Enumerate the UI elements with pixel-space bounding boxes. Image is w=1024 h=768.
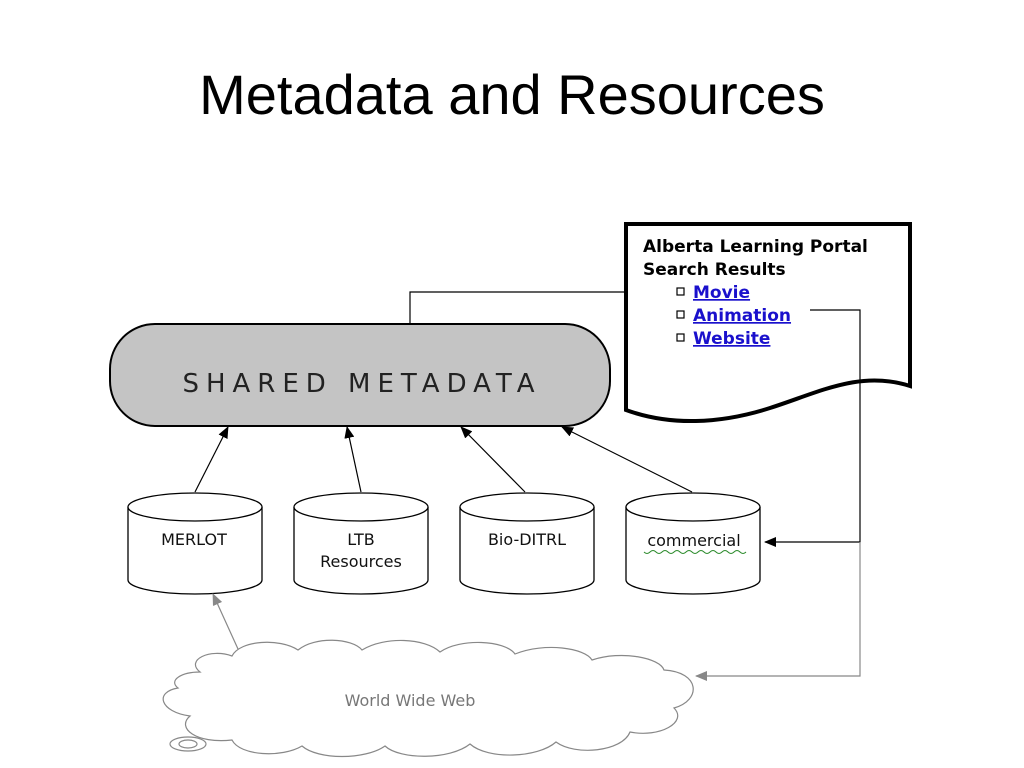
bullet-icon: [676, 333, 685, 342]
cloud-shape: [162, 639, 694, 758]
shared-metadata-box: SHARED METADATA: [109, 323, 611, 427]
shared-metadata-shape: [109, 323, 611, 427]
portal-title-line1: Alberta Learning Portal: [643, 237, 868, 257]
portal-document-shape: [624, 222, 912, 424]
commercial-label: commercial: [647, 531, 740, 550]
cloud-bubble-small: [178, 739, 198, 749]
result-link-animation[interactable]: Animation: [693, 306, 791, 326]
result-link-movie[interactable]: Movie: [693, 283, 750, 303]
result-link-website[interactable]: Website: [693, 329, 770, 349]
ltb-label-line2: Resources: [320, 552, 402, 571]
bullet-icon: [676, 310, 685, 319]
spellcheck-underline: [643, 550, 747, 554]
bullet-icon: [676, 287, 685, 296]
repository-commercial: commercial: [625, 492, 761, 595]
repository-bio-ditrl: Bio-DITRL: [459, 492, 595, 595]
repository-merlot: MERLOT: [127, 492, 263, 595]
portal-title-line2: Search Results: [643, 260, 786, 280]
commercial-arrow: [561, 426, 693, 493]
metadata-to-portal-connector: [409, 287, 661, 324]
merlot-arrow: [194, 426, 229, 493]
animation-to-commercial-connector: [764, 309, 861, 547]
shared-metadata-label: SHARED METADATA: [182, 369, 541, 399]
merlot-label: MERLOT: [161, 530, 227, 549]
world-wide-web-cloud: World Wide Web: [162, 639, 694, 758]
ltb-arrow: [344, 426, 362, 493]
slide-title: Metadata and Resources: [199, 63, 825, 126]
repository-ltb: LTB Resources: [293, 492, 429, 595]
bio-ditrl-label: Bio-DITRL: [488, 530, 566, 549]
portal-search-results: Alberta Learning Portal Search Results M…: [624, 222, 912, 424]
bio-arrow: [460, 426, 526, 493]
ltb-label-line1: LTB: [347, 530, 374, 549]
portal-to-web-connector: [695, 542, 861, 681]
world-wide-web-label: World Wide Web: [345, 691, 476, 710]
